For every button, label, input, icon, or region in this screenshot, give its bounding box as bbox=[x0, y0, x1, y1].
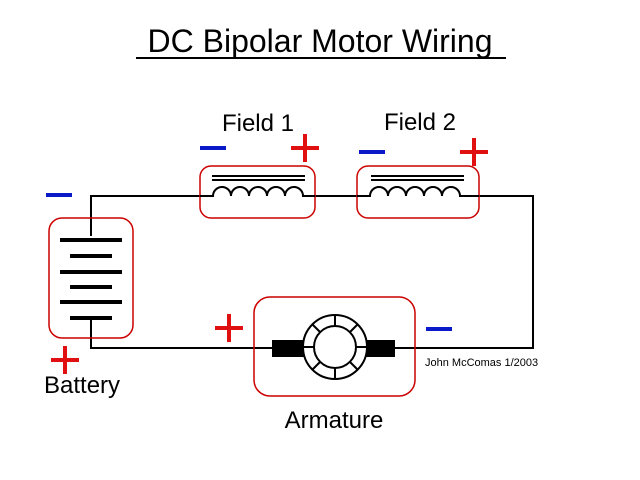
plus-sign-icon bbox=[460, 138, 488, 166]
field-1: Field 1 bbox=[199, 110, 319, 219]
battery-symbol-icon bbox=[60, 238, 122, 320]
battery-outline bbox=[48, 217, 134, 339]
armature-label: Armature bbox=[285, 407, 384, 434]
circuit-wires bbox=[90, 195, 534, 349]
author-credit: John McComas 1/2003 bbox=[425, 357, 538, 369]
diagram-title: DC Bipolar Motor Wiring bbox=[148, 23, 493, 59]
plus-sign-icon bbox=[215, 314, 243, 342]
motor-armature-icon bbox=[272, 314, 395, 380]
field-1-outline bbox=[199, 165, 316, 219]
plus-sign-icon bbox=[51, 346, 79, 374]
field-2-label: Field 2 bbox=[384, 109, 456, 136]
plus-sign-icon bbox=[291, 134, 319, 162]
armature: Armature bbox=[215, 296, 452, 434]
battery: Battery bbox=[44, 193, 134, 399]
coil-icon bbox=[200, 175, 315, 197]
field-1-label: Field 1 bbox=[222, 110, 294, 137]
coil-icon bbox=[357, 175, 479, 197]
field-2: Field 2 bbox=[356, 109, 488, 219]
armature-outline bbox=[253, 296, 416, 397]
field-2-outline bbox=[356, 165, 480, 219]
battery-label: Battery bbox=[44, 372, 120, 399]
